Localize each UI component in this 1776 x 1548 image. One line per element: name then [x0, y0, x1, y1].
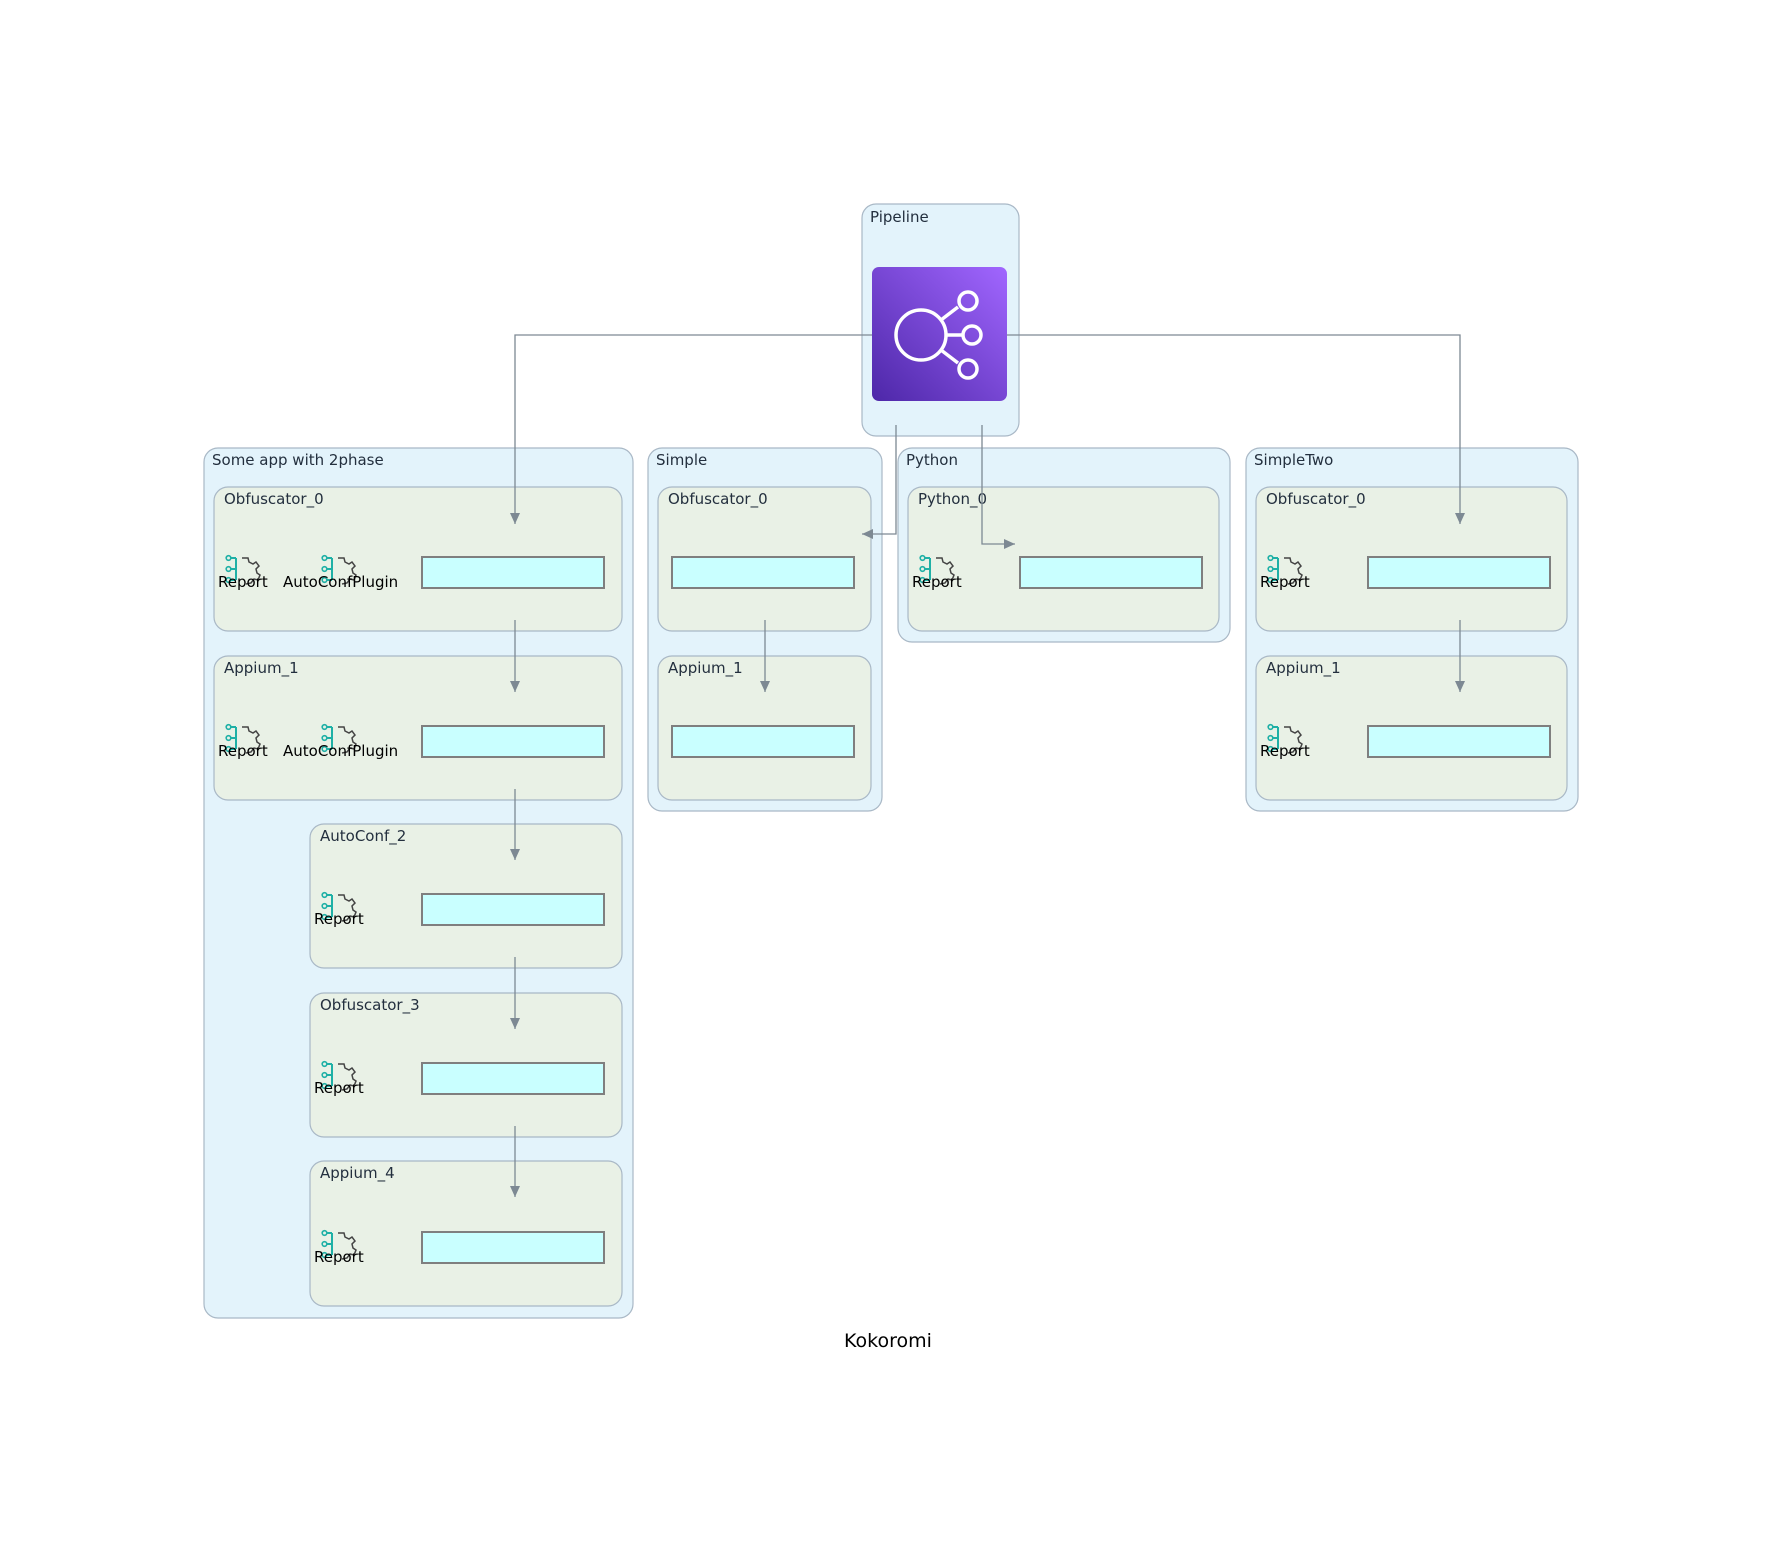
group-title: SimpleTwo: [1254, 451, 1333, 469]
stage-python-0: Python_0 Report: [907, 486, 1220, 632]
report-label: Report: [1260, 573, 1310, 591]
edge-pipeline-to-simple: [862, 425, 897, 539]
report-label: Report: [1260, 742, 1310, 760]
group-some-app-with-2phase: Some app with 2phase Obfuscator_0 Report…: [203, 447, 634, 1319]
pipeline-cluster: Pipeline: [861, 203, 1020, 437]
report-label: Report: [218, 573, 268, 591]
stage-title: Appium_1: [668, 659, 743, 678]
stage-node-box[interactable]: [421, 1231, 605, 1264]
pipeline-title: Pipeline: [870, 208, 929, 226]
autoconfplugin-label: AutoConfPlugin: [283, 742, 398, 760]
report-label: Report: [912, 573, 962, 591]
stage-node-box[interactable]: [421, 725, 605, 758]
edge-pipeline-to-some-app: [510, 334, 872, 524]
stage-obfuscator-0: Obfuscator_0 Report AutoConfPlugin: [213, 486, 623, 632]
stage-appium-1: Appium_1: [657, 655, 872, 801]
group-simpletwo: SimpleTwo Obfuscator_0 Report Appium_1 R…: [1245, 447, 1579, 812]
edge-pipeline-to-python: [981, 425, 1015, 549]
group-python: Python Python_0 Report: [897, 447, 1231, 643]
report-label: Report: [314, 910, 364, 928]
stage-autoconf-2: AutoConf_2 Report: [309, 823, 623, 969]
stage-title: AutoConf_2: [320, 827, 406, 846]
stage-appium-1: Appium_1 Report AutoConfPlugin: [213, 655, 623, 801]
stage-title: Obfuscator_0: [668, 490, 768, 509]
report-label: Report: [314, 1079, 364, 1097]
stage-obfuscator-0: Obfuscator_0: [657, 486, 872, 632]
stage-node-box[interactable]: [421, 893, 605, 926]
stage-title: Appium_1: [224, 659, 299, 678]
autoconfplugin-label: AutoConfPlugin: [283, 573, 398, 591]
stage-title: Obfuscator_0: [1266, 490, 1366, 509]
group-title: Simple: [656, 451, 707, 469]
diagram-caption: Kokoromi: [844, 1330, 932, 1352]
stage-obfuscator-0: Obfuscator_0 Report: [1255, 486, 1568, 632]
edges: [510, 334, 1465, 1197]
group-title: Some app with 2phase: [212, 451, 384, 469]
stage-node-box[interactable]: [671, 556, 855, 589]
stage-node-box[interactable]: [671, 725, 855, 758]
edge-pipeline-to-simpletwo: [1007, 334, 1465, 524]
stage-node-box[interactable]: [1019, 556, 1203, 589]
stage-appium-4: Appium_4 Report: [309, 1160, 623, 1307]
stage-obfuscator-3: Obfuscator_3 Report: [309, 992, 623, 1138]
stage-node-box[interactable]: [1367, 556, 1551, 589]
stage-title: Python_0: [918, 490, 987, 509]
stage-appium-1: Appium_1 Report: [1255, 655, 1568, 801]
report-label: Report: [314, 1248, 364, 1266]
stage-title: Obfuscator_3: [320, 996, 420, 1015]
stage-node-box[interactable]: [421, 1062, 605, 1095]
stage-node-box[interactable]: [421, 556, 605, 589]
stage-title: Appium_4: [320, 1164, 395, 1183]
stage-node-box[interactable]: [1367, 725, 1551, 758]
report-label: Report: [218, 742, 268, 760]
group-title: Python: [906, 451, 958, 469]
stage-title: Appium_1: [1266, 659, 1341, 678]
elastic-load-balancer-icon[interactable]: [872, 267, 1007, 401]
stage-title: Obfuscator_0: [224, 490, 324, 509]
